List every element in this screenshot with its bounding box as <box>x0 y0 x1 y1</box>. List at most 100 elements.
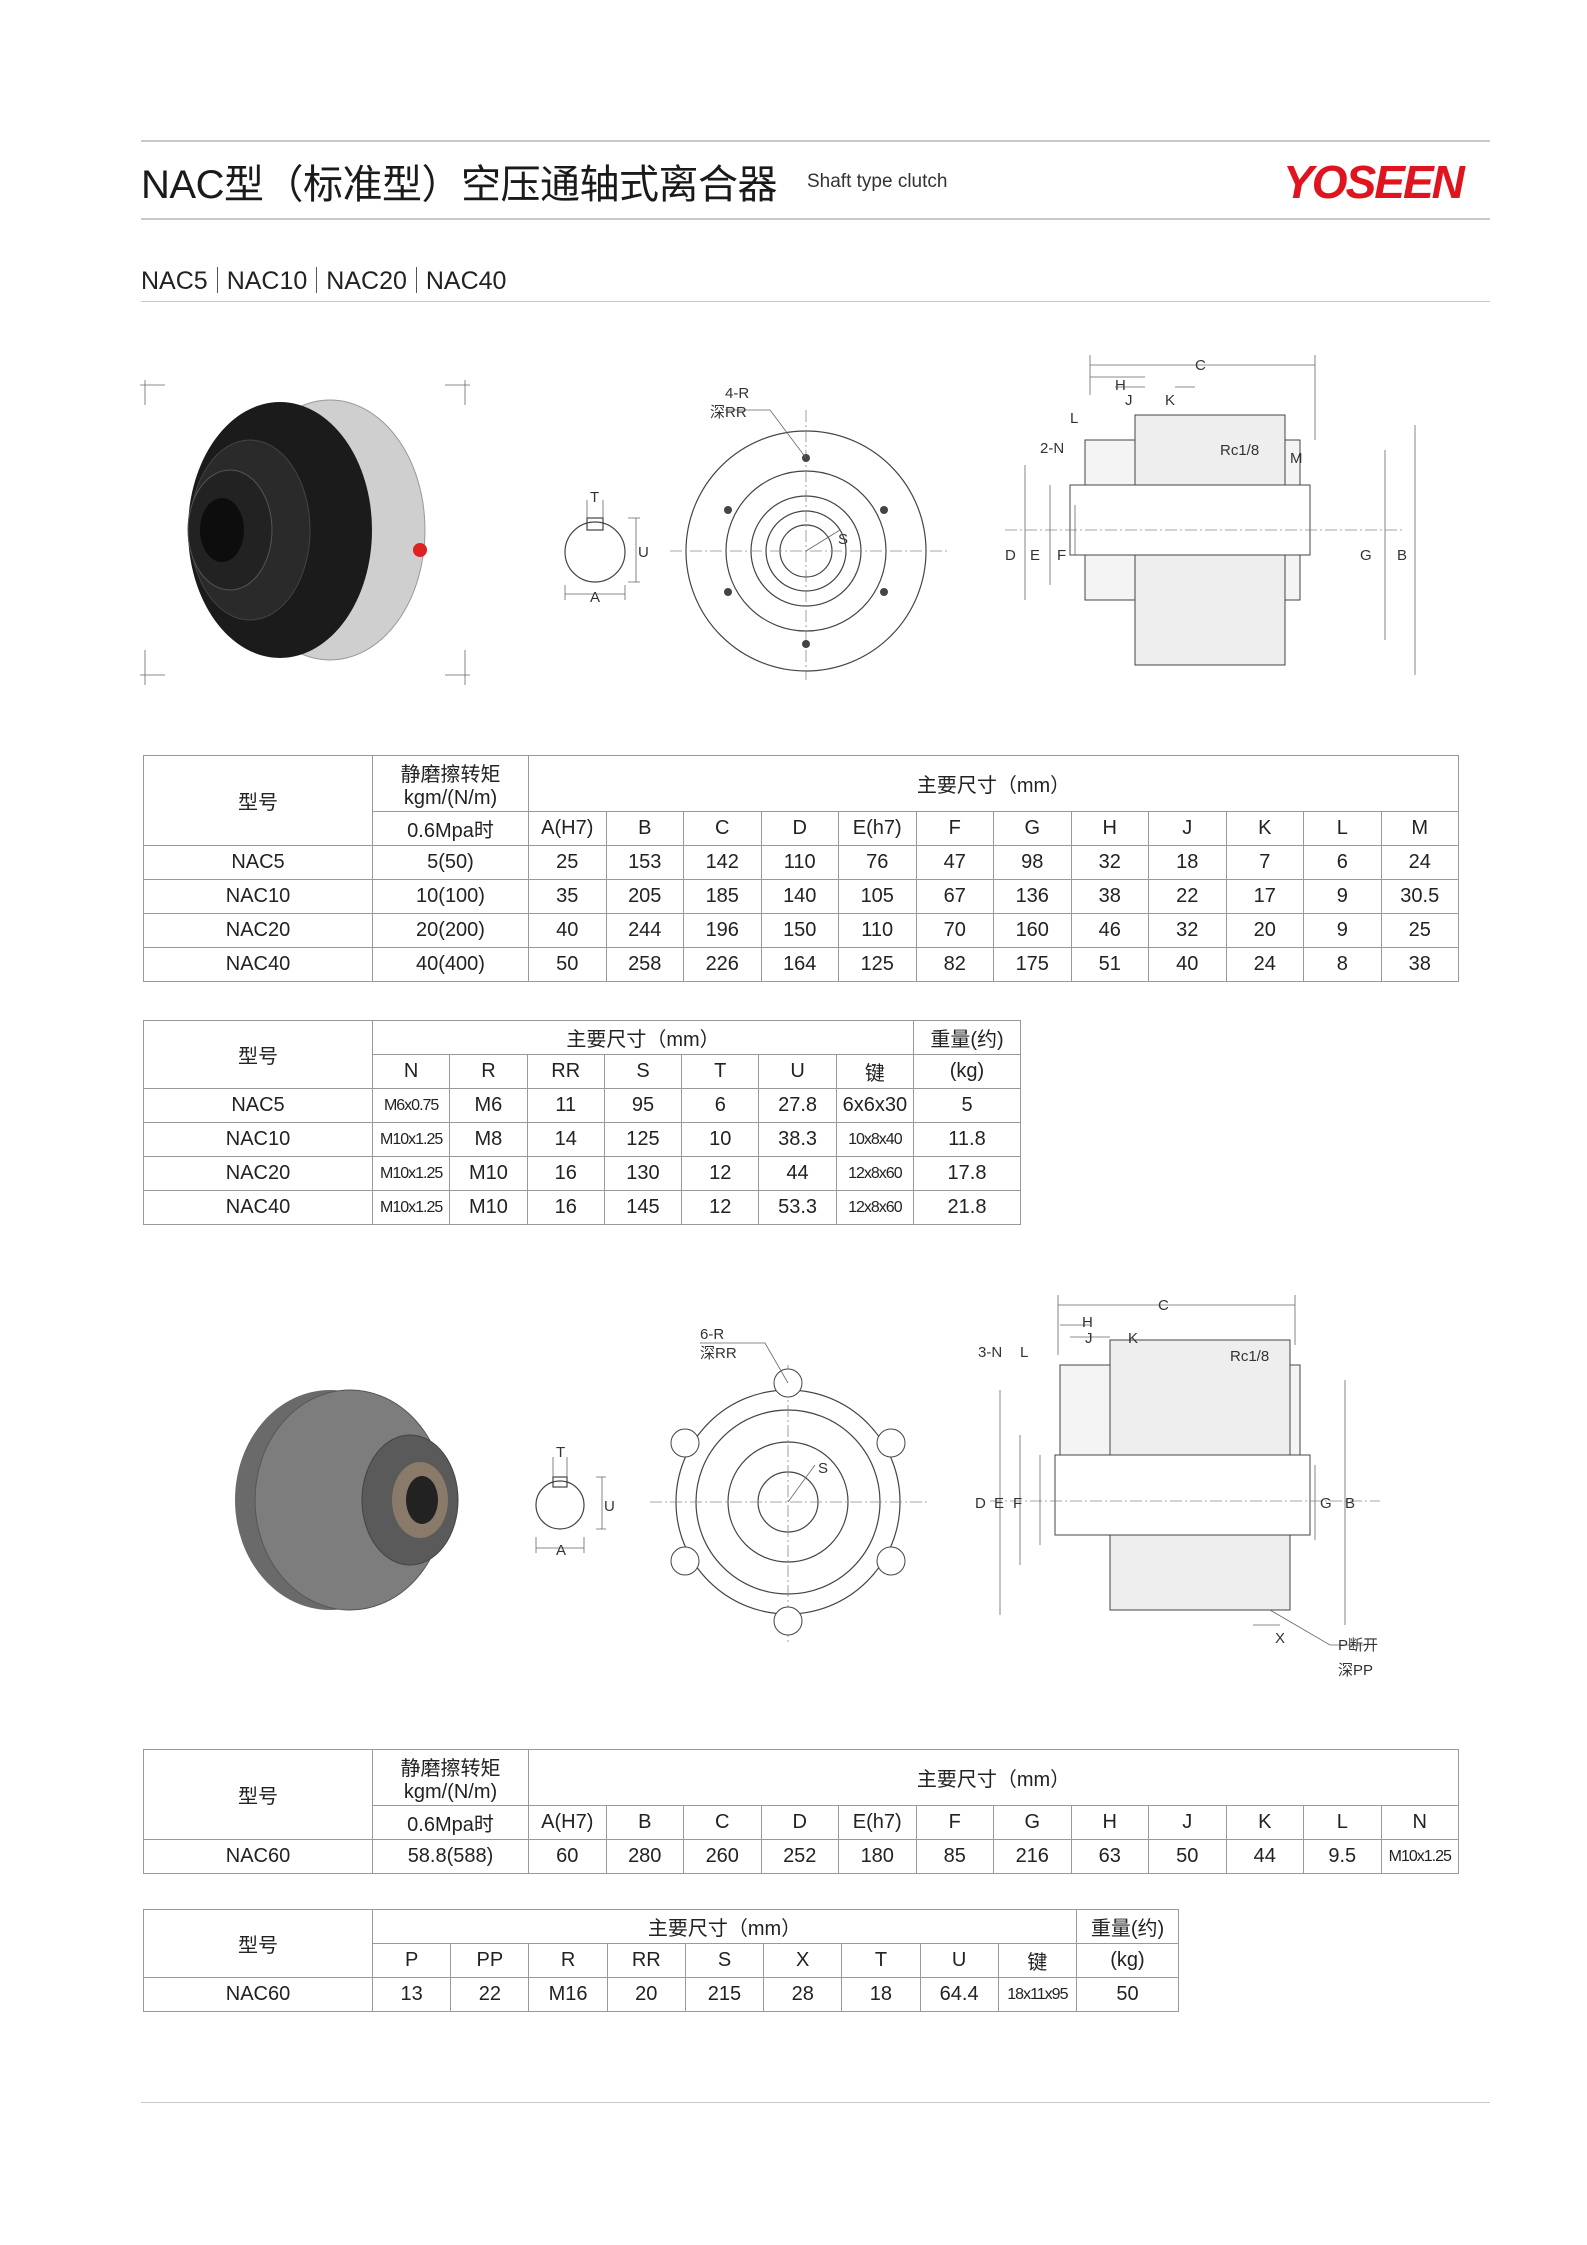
model-label: NAC40 <box>425 267 507 295</box>
side-section-diagram-1: C H J K L 2-N Rc1/8 M D E F G B <box>1005 355 1416 675</box>
keyway-diagram-2: T U A <box>535 1444 615 1559</box>
dim-h: H <box>1115 377 1126 394</box>
dim-x: X <box>1275 1630 1285 1647</box>
value-cell: 17 <box>1225 879 1304 914</box>
value-cell: 17.8 <box>913 1156 1021 1191</box>
dim-f: F <box>1013 1495 1022 1512</box>
value-cell: 44 <box>758 1156 837 1191</box>
model-label: NAC20 <box>326 267 407 295</box>
holes-label: 6-R <box>700 1326 724 1343</box>
value-cell: 153 <box>605 845 684 880</box>
dim-u: U <box>604 1498 615 1515</box>
dim-d: D <box>975 1495 986 1512</box>
dim-l: L <box>1020 1344 1028 1361</box>
dimensions-group-header: 主要尺寸（mm） <box>372 1020 914 1055</box>
column-header: N <box>1380 1805 1459 1840</box>
model-cell: NAC60 <box>143 1839 373 1874</box>
value-cell: 185 <box>683 879 762 914</box>
product-photo-nac5-40 <box>140 380 470 685</box>
front-view-diagram-1: 4-R 深RR S <box>670 385 950 680</box>
dim-k: K <box>1165 392 1175 409</box>
value-cell: 47 <box>915 845 994 880</box>
column-header: F <box>915 1805 994 1840</box>
value-cell: 85 <box>915 1839 994 1874</box>
value-cell: 14 <box>526 1122 605 1157</box>
value-cell: 20 <box>1225 913 1304 948</box>
value-cell: 8 <box>1303 947 1382 982</box>
value-cell: 5(50) <box>372 845 529 880</box>
value-cell: 150 <box>760 913 839 948</box>
dim-a: A <box>590 589 600 606</box>
value-cell: 38.3 <box>758 1122 837 1157</box>
value-cell: 16 <box>526 1156 605 1191</box>
dim-a: A <box>556 1542 566 1559</box>
depth-label: 深RR <box>710 404 747 421</box>
dim-j: J <box>1125 392 1133 409</box>
column-header: F <box>915 811 994 846</box>
column-header: U <box>919 1943 999 1978</box>
value-cell: 12 <box>681 1156 760 1191</box>
value-cell: 21.8 <box>913 1190 1021 1225</box>
dim-k: K <box>1128 1330 1138 1347</box>
model-cell: NAC5 <box>143 1088 373 1123</box>
column-header: C <box>683 811 762 846</box>
model-cell: NAC60 <box>143 1977 373 2012</box>
value-cell: 22 <box>1148 879 1227 914</box>
column-header: M <box>1380 811 1459 846</box>
value-cell: 10x8x40 <box>835 1122 915 1157</box>
model-cell: NAC10 <box>143 879 373 914</box>
value-cell: M10x1.25 <box>371 1122 451 1157</box>
section-rule <box>141 301 1490 302</box>
column-header: T <box>841 1943 921 1978</box>
weight-header: 重量(约) <box>913 1020 1021 1055</box>
value-cell: 30.5 <box>1380 879 1459 914</box>
value-cell: M10 <box>449 1190 528 1225</box>
table-row: 型号静磨擦转矩 kgm/(N/m)主要尺寸（mm） <box>143 755 1459 846</box>
dim-n: 3-N <box>978 1344 1002 1361</box>
value-cell: 95 <box>603 1088 683 1123</box>
torque-header: 静磨擦转矩 kgm/(N/m) <box>372 1749 529 1806</box>
value-cell: 10 <box>681 1122 760 1157</box>
column-header: 键 <box>835 1054 915 1089</box>
value-cell: 44 <box>1225 1839 1304 1874</box>
value-cell: 25 <box>528 845 607 880</box>
value-cell: 70 <box>915 913 994 948</box>
model-header: 型号 <box>143 1909 373 1978</box>
weight-unit: (kg) <box>1076 1943 1179 1978</box>
model-cell: NAC20 <box>143 1156 373 1191</box>
value-cell: 50 <box>1148 1839 1227 1874</box>
value-cell: 50 <box>1076 1977 1179 2012</box>
model-cell: NAC10 <box>143 1122 373 1157</box>
dim-t: T <box>590 489 599 506</box>
value-cell: 18 <box>1148 845 1227 880</box>
value-cell: 164 <box>760 947 839 982</box>
value-cell: 24 <box>1225 947 1304 982</box>
value-cell: 196 <box>683 913 762 948</box>
front-view-diagram-2: 6-R 深RR S <box>650 1326 930 1645</box>
value-cell: 63 <box>1070 1839 1149 1874</box>
dim-b: B <box>1345 1495 1355 1512</box>
value-cell: 18x11x95 <box>997 1977 1078 2012</box>
value-cell: 38 <box>1070 879 1149 914</box>
model-cell: NAC20 <box>143 913 373 948</box>
value-cell: 10(100) <box>372 879 529 914</box>
value-cell: 125 <box>838 947 917 982</box>
value-cell: 6 <box>681 1088 760 1123</box>
dim-g: G <box>1320 1495 1332 1512</box>
dimensions-group-header: 主要尺寸（mm） <box>528 755 1459 812</box>
value-cell: 110 <box>838 913 917 948</box>
column-header: K <box>1225 811 1304 846</box>
value-cell: 145 <box>603 1190 683 1225</box>
column-header: B <box>605 811 684 846</box>
value-cell: 40 <box>1148 947 1227 982</box>
value-cell: 32 <box>1148 913 1227 948</box>
top-rule <box>141 140 1490 142</box>
